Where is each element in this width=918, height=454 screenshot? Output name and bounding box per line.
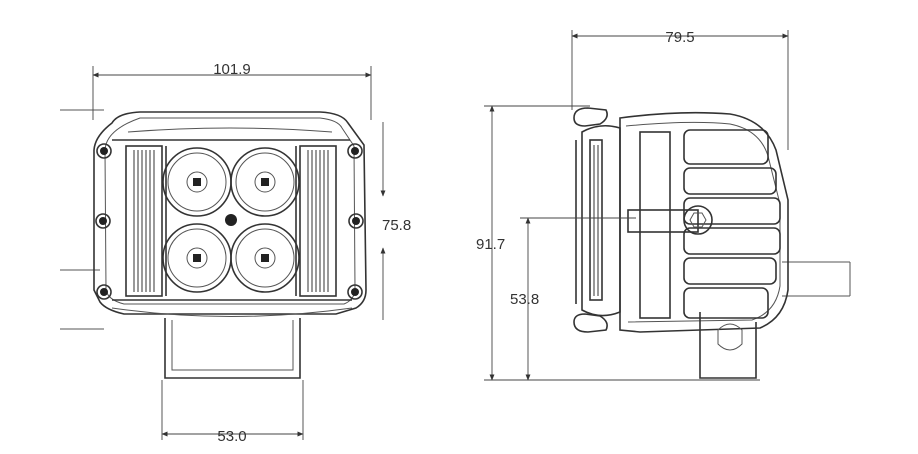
dimension-front-height: 75.8 bbox=[380, 122, 411, 320]
bolt-icon bbox=[95, 213, 111, 229]
bolt-icon bbox=[347, 284, 363, 300]
mount-height-label: 53.8 bbox=[510, 291, 539, 308]
side-height-label: 91.7 bbox=[476, 236, 505, 253]
side-view bbox=[573, 107, 851, 379]
dimension-side-depth: 79.5 bbox=[571, 29, 789, 150]
side-housing-outline bbox=[619, 111, 789, 333]
bracket-width-label: 53.0 bbox=[217, 428, 246, 445]
bolt-icon bbox=[96, 284, 112, 300]
led-lens-icon bbox=[230, 147, 300, 217]
front-width-label: 101.9 bbox=[213, 61, 251, 78]
dimension-front-width: 101.9 bbox=[92, 61, 372, 120]
pivot-bolt-icon bbox=[627, 205, 713, 235]
dimension-mount-height: 53.8 bbox=[510, 217, 636, 381]
mount-bracket bbox=[164, 318, 301, 379]
side-mount-bracket bbox=[699, 312, 757, 379]
bolt-icon bbox=[348, 213, 364, 229]
front-height-label: 75.8 bbox=[382, 217, 411, 234]
led-lens-icon bbox=[230, 223, 300, 293]
center-sensor-icon bbox=[225, 214, 237, 226]
housing-outline bbox=[93, 111, 367, 315]
bolt-icon bbox=[96, 143, 112, 159]
led-lens-icon bbox=[162, 147, 232, 217]
bolt-icon bbox=[347, 143, 363, 159]
dimension-bracket-width: 53.0 bbox=[161, 380, 304, 445]
led-lens-icon bbox=[162, 223, 232, 293]
side-depth-label: 79.5 bbox=[665, 29, 694, 46]
front-view bbox=[60, 109, 367, 379]
dimension-side-height: 91.7 bbox=[476, 105, 760, 381]
